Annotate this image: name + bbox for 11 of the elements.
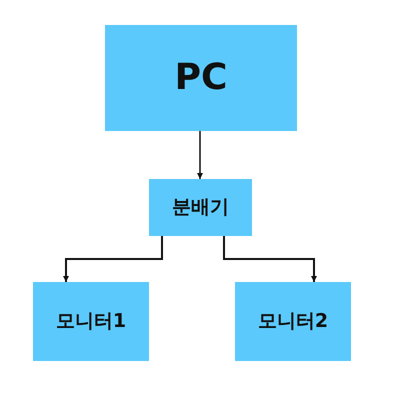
arrow (223, 236, 317, 282)
device-box (33, 282, 149, 361)
device-label: PC (174, 58, 228, 98)
device-box (105, 25, 297, 131)
arrow (197, 131, 203, 179)
arrow (63, 236, 163, 282)
device-box (235, 282, 351, 361)
device-box (149, 179, 252, 236)
device-label: 분배기 (172, 197, 229, 218)
device-label: 모니터2 (258, 311, 328, 332)
device-label: 모니터1 (56, 311, 126, 332)
